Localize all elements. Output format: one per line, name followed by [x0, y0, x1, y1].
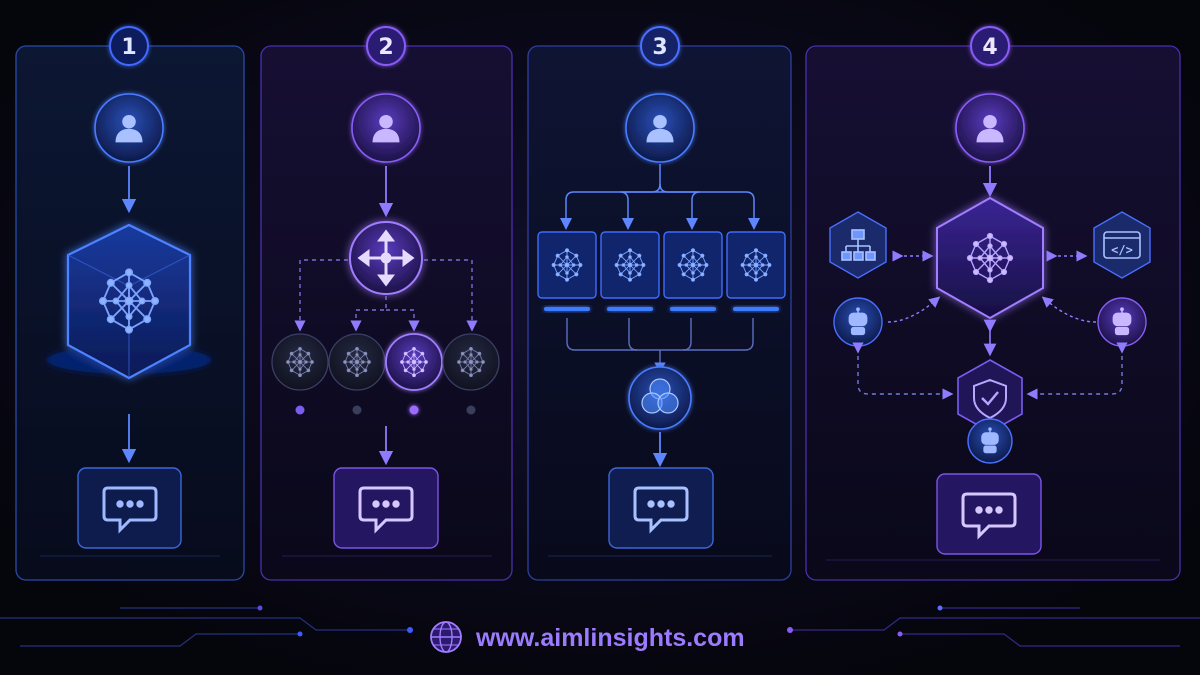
parallel-model-2: [600, 231, 660, 311]
panel-2-number-badge: [366, 26, 406, 66]
panel-4-orchestrator-hex: [936, 196, 1044, 320]
footer-url[interactable]: www.aimlinsights.com: [475, 624, 745, 652]
code-window-icon: </>: [1103, 231, 1141, 259]
panel-1-output-node: [77, 467, 182, 549]
panel-4-number-badge: [970, 26, 1010, 66]
panel-2-status-dots: [295, 405, 476, 415]
panel-2-user-node: [351, 93, 421, 163]
expert-model-1: [271, 333, 329, 391]
globe-icon: [430, 621, 462, 653]
panel-3-user-node: [625, 93, 695, 163]
venn-circles-icon: [641, 378, 679, 414]
org-chart-icon: [841, 229, 876, 261]
panel-3: 3: [527, 26, 792, 581]
panel-1-model-cube: [47, 223, 211, 380]
panel-2-routing-lines: [294, 259, 478, 332]
panel-4: 4 </>: [805, 26, 1181, 581]
svg-text:</>: </>: [1111, 243, 1133, 257]
panel-1: 1: [15, 26, 245, 581]
panel-3-number: 3: [652, 35, 667, 60]
panel-2-output-node: [333, 467, 439, 549]
panel-3-merge-node: [628, 366, 692, 430]
parallel-model-1: [537, 231, 597, 311]
panel-4-code-tool: </>: [1093, 211, 1151, 279]
parallel-model-3: [663, 231, 723, 311]
panel-3-fanout-lines: [560, 164, 760, 230]
panel-1-number-badge: [109, 26, 149, 66]
panel-2-router-node: [349, 221, 423, 295]
panel-3-parallel-models: [537, 231, 786, 311]
panel-4-tool-links: [887, 250, 1097, 323]
panel-4-agent-left: [833, 297, 883, 347]
panel-4-workflow-tool: [829, 211, 887, 279]
panel-4-output-node: [936, 473, 1042, 555]
panel-2-expert-models: [271, 333, 500, 391]
circuit-traces-left: [0, 605, 413, 647]
panel-1-user-node: [94, 93, 164, 163]
parallel-model-4: [726, 231, 786, 311]
panel-2: 2: [260, 26, 513, 581]
panel-3-number-badge: [640, 26, 680, 66]
panel-3-output-node: [608, 467, 714, 549]
expert-model-3-active: [385, 333, 443, 391]
panel-4-number: 4: [982, 35, 997, 60]
panel-4-agent-center: [967, 418, 1013, 464]
shield-check-icon: [973, 378, 1007, 420]
move-arrows-icon: [357, 229, 415, 287]
expert-model-4: [442, 333, 500, 391]
circuit-traces-right: [787, 605, 1200, 647]
footer: www.aimlinsights.com: [0, 605, 1200, 653]
panel-1-number: 1: [121, 35, 136, 60]
panel-3-merge-lines: [566, 318, 754, 374]
expert-model-2: [328, 333, 386, 391]
panel-4-user-node: [955, 93, 1025, 163]
panel-2-number: 2: [378, 35, 393, 60]
panel-4-agent-right: [1097, 297, 1147, 347]
